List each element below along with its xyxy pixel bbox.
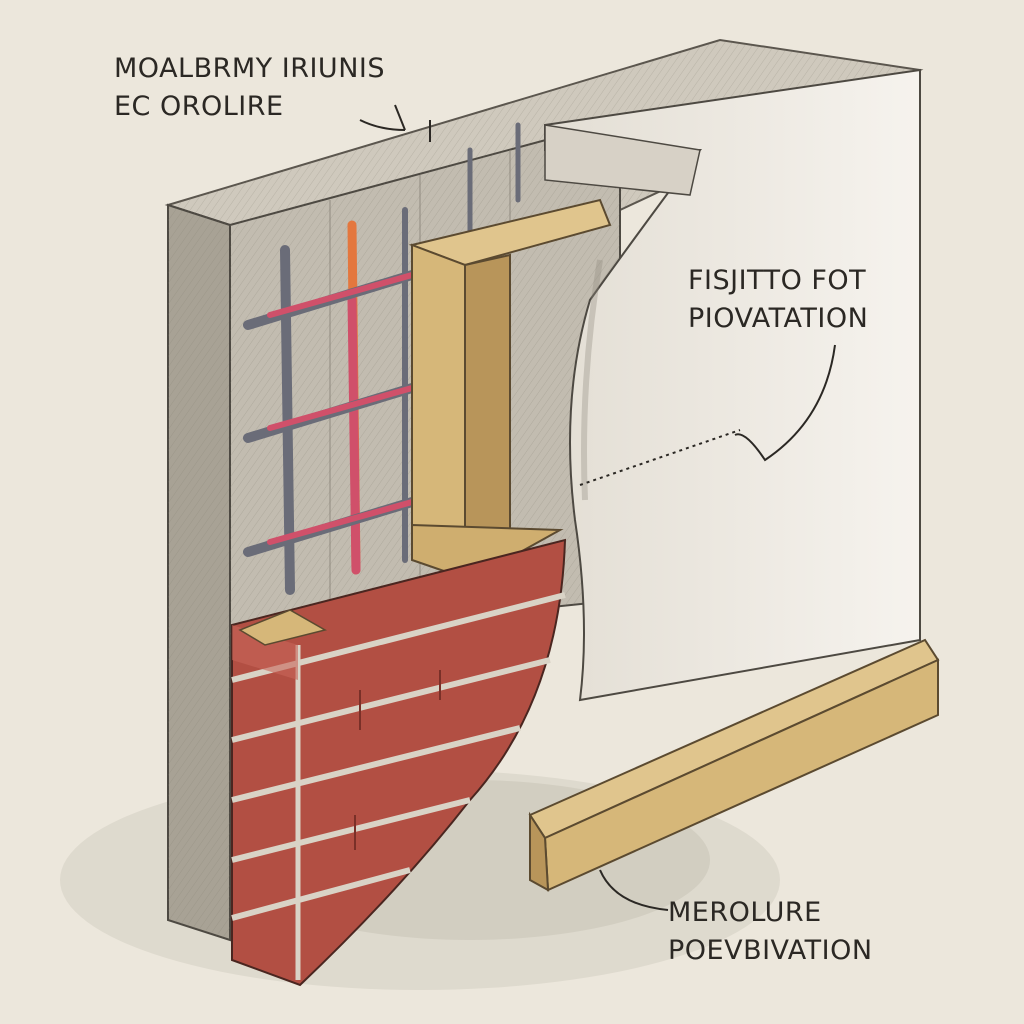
timber-base-plank: [528, 638, 940, 892]
leader-lines: [359, 104, 836, 911]
label-bottom: MEROLURE POEVBIVATION: [668, 894, 873, 970]
rebar-grid: [243, 122, 521, 595]
label-bottom-line2: POEVBIVATION: [668, 935, 873, 966]
label-right-line2: PIOVATATION: [688, 303, 869, 334]
label-bottom-line1: MEROLURE: [668, 897, 822, 928]
label-right-line1: FISJITTO FOT: [688, 265, 867, 296]
label-right: FISJITTO FOT PIOVATATION: [688, 262, 868, 338]
plaster-board: [544, 68, 921, 702]
concrete-left-face: [167, 203, 231, 942]
label-top-line1: MOALBRMY IRIUNIS: [114, 53, 385, 84]
label-top: MOALBRMY IRIUNIS EC OROLIRE: [114, 50, 385, 126]
label-top-line2: EC OROLIRE: [114, 91, 284, 122]
brick-wall: [231, 538, 567, 987]
timber-post: [408, 198, 612, 582]
